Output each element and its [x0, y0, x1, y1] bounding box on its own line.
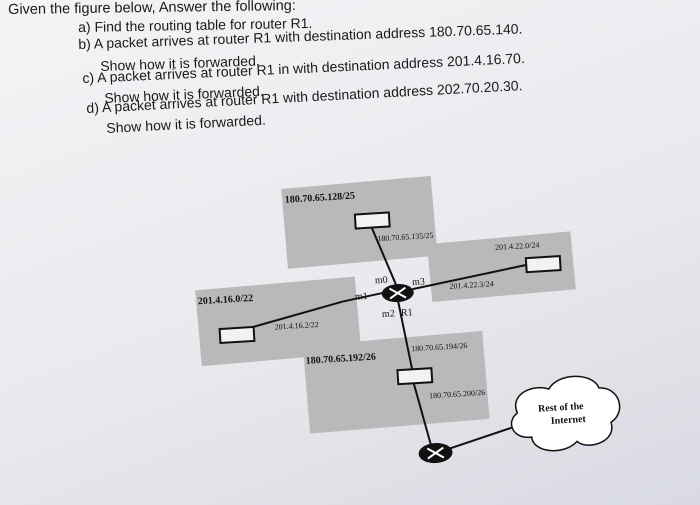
label-network-right: 201.4.22.0/24: [495, 240, 540, 252]
link-right-router: [412, 262, 532, 291]
host-bottom: [396, 367, 434, 386]
link-bottom-router2: [412, 381, 434, 451]
link-router-bottom: [397, 301, 414, 372]
label-interface-m2: m2: [382, 308, 395, 320]
label-network-bottom: 180.70.65.192/26: [305, 352, 376, 367]
label-host-left: 201.4.16.2/22: [274, 320, 319, 332]
label-internet-line2: Internet: [551, 414, 587, 427]
label-interface-m3: m3: [412, 276, 425, 288]
router-2-icon: [418, 443, 453, 464]
label-network-left: 201.4.16.0/22: [198, 293, 254, 307]
host-top: [353, 211, 391, 230]
link-left-horizontal: [342, 292, 383, 303]
network-left-area: [195, 276, 362, 367]
label-internet-line1: Rest of the: [538, 401, 585, 415]
router-r1-icon: [381, 284, 414, 303]
network-right-area: [426, 231, 576, 302]
label-interface-m0: m0: [375, 275, 388, 287]
label-router-r1: R1: [401, 307, 413, 319]
network-bottom-area: [302, 330, 490, 434]
host-left: [218, 325, 256, 345]
label-interface-m1: m1: [355, 291, 368, 303]
label-host-right: 201.4.22.3/24: [449, 279, 494, 291]
label-host-bottom-top: 180.70.65.194/26: [411, 341, 468, 353]
label-network-top: 180.70.65.128/25: [285, 191, 356, 206]
label-host-bottom-low: 180.70.65.200/26: [429, 388, 486, 400]
host-right: [524, 255, 562, 274]
link-top-router: [370, 227, 399, 289]
internet-cloud-icon: [510, 375, 621, 452]
label-host-top: 180.70.65.135/25: [377, 231, 434, 243]
